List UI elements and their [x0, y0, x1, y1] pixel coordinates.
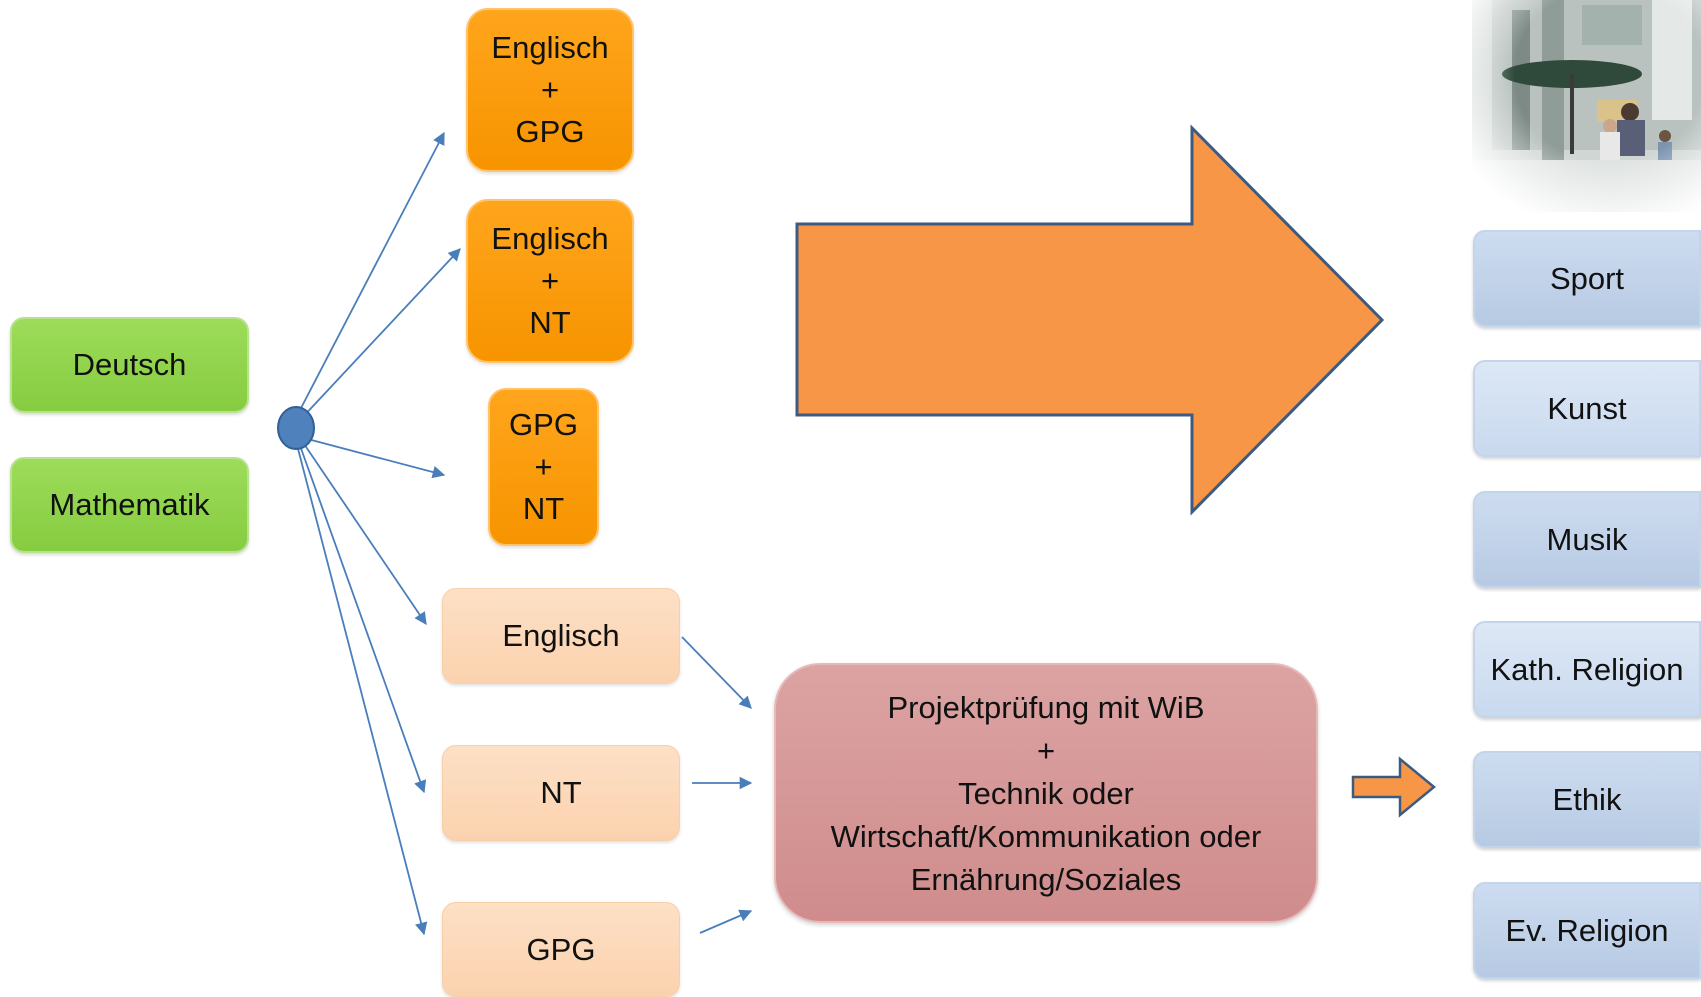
subject-kath-religion: Kath. Religion — [1473, 621, 1701, 718]
school-photo — [1472, 0, 1701, 212]
big-arrow — [795, 124, 1385, 516]
project-line: + — [1036, 732, 1056, 768]
school-photo-image — [1472, 0, 1701, 212]
single-englisch: Englisch — [442, 588, 680, 684]
subject-mathematik-label: Mathematik — [49, 487, 210, 522]
connector-to-gpg-nt — [299, 436, 446, 479]
combo-line: + — [534, 449, 553, 484]
combo-line: GPG — [515, 114, 585, 149]
project-line: Wirtschaft/Kommunikation oder — [830, 818, 1262, 854]
small-arrow — [1351, 756, 1436, 818]
combo-englisch-nt: Englisch + NT — [466, 199, 634, 363]
connector-englisch-to-project — [681, 636, 752, 709]
combo-line: Englisch — [491, 221, 609, 256]
project-exam: Projektprüfung mit WiB + Technik oder Wi… — [774, 663, 1318, 923]
subject-musik: Musik — [1473, 491, 1701, 588]
subject-kunst: Kunst — [1473, 360, 1701, 457]
subject-ethik-label: Ethik — [1552, 781, 1622, 817]
single-englisch-label: Englisch — [502, 618, 620, 653]
connector-to-englisch-gpg — [299, 131, 445, 411]
subject-mathematik: Mathematik — [10, 457, 249, 553]
subject-kunst-label: Kunst — [1547, 390, 1627, 426]
subject-ethik: Ethik — [1473, 751, 1701, 848]
subject-kath-religion-label: Kath. Religion — [1490, 651, 1684, 687]
combo-line: + — [540, 72, 560, 107]
project-line: Technik oder — [958, 775, 1134, 811]
single-gpg: GPG — [442, 902, 680, 997]
project-line: Ernährung/Soziales — [910, 861, 1182, 897]
connector-to-nt — [297, 439, 427, 794]
connector-to-englisch-nt — [299, 248, 461, 421]
single-gpg-label: GPG — [526, 931, 596, 967]
subject-sport: Sport — [1473, 230, 1701, 327]
single-nt: NT — [442, 745, 680, 841]
combo-line: + — [540, 263, 560, 298]
connector-to-gpg — [295, 440, 428, 936]
combo-line: NT — [529, 305, 571, 340]
subject-deutsch-label: Deutsch — [72, 347, 187, 382]
subject-ev-religion-label: Ev. Religion — [1505, 912, 1669, 948]
subject-deutsch: Deutsch — [10, 317, 249, 413]
connector-to-englisch — [299, 437, 427, 626]
hub-node — [277, 406, 315, 450]
combo-englisch-gpg: Englisch + GPG — [466, 8, 634, 172]
subject-sport-label: Sport — [1549, 260, 1625, 296]
subject-ev-religion: Ev. Religion — [1473, 882, 1701, 979]
combo-gpg-nt: GPG + NT — [488, 388, 599, 546]
combo-line: Englisch — [491, 30, 609, 65]
combo-line: GPG — [509, 407, 578, 442]
single-nt-label: NT — [540, 775, 582, 810]
subject-musik-label: Musik — [1546, 521, 1628, 557]
connector-gpg-to-project — [699, 909, 753, 934]
project-line: Projektprüfung mit WiB — [887, 689, 1205, 725]
combo-line: NT — [522, 491, 565, 526]
